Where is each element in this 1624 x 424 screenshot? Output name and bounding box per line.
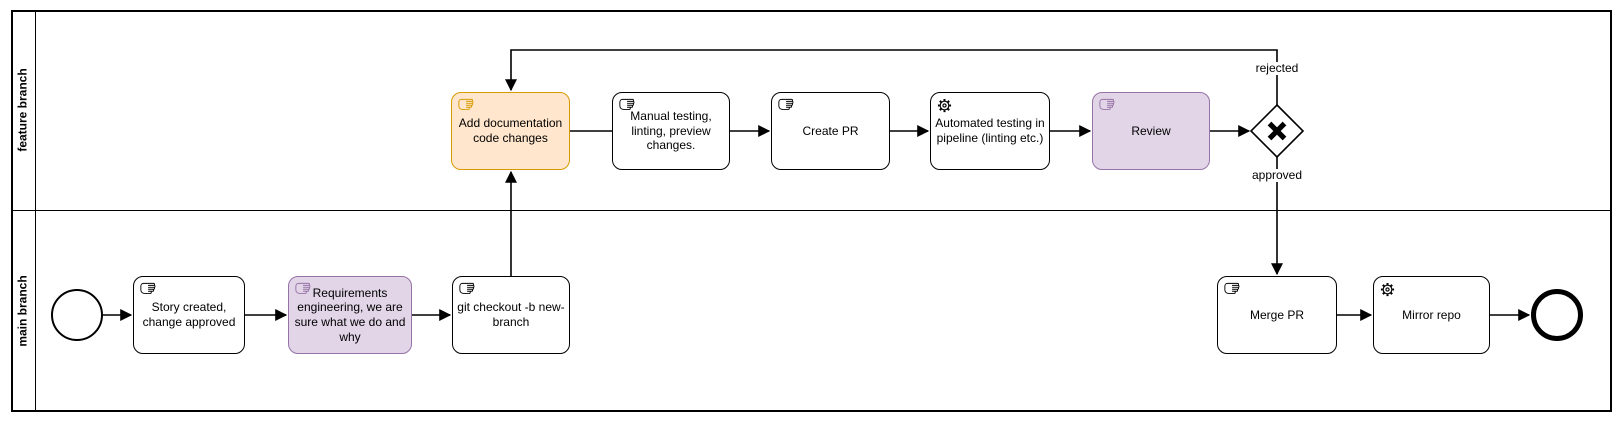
flow-rejected-loop bbox=[505, 49, 1278, 105]
task-label: Create PR bbox=[802, 123, 859, 138]
task-label: git checkout -b new-branch bbox=[457, 300, 565, 329]
task-story-created: Story created, change approved bbox=[133, 276, 245, 354]
task-label: Mirror repo bbox=[1402, 307, 1461, 322]
task-merge-pr: Merge PR bbox=[1217, 276, 1337, 354]
task-review: Review bbox=[1092, 92, 1210, 170]
start-event bbox=[51, 289, 103, 341]
edge-label-rejected: rejected bbox=[1237, 61, 1317, 76]
hand-icon bbox=[778, 98, 795, 111]
task-create-pr: Create PR bbox=[771, 92, 890, 170]
exclusive-gateway bbox=[1249, 103, 1305, 159]
task-automated-testing: Automated testing in pipeline (linting e… bbox=[930, 92, 1050, 170]
hand-icon bbox=[458, 98, 475, 111]
task-label: Automated testing in pipeline (linting e… bbox=[935, 116, 1045, 145]
lane-label-strip-divider bbox=[35, 10, 36, 412]
hand-icon bbox=[1099, 98, 1116, 111]
gear-icon bbox=[1380, 282, 1395, 297]
task-label: Add documentation code changes bbox=[458, 116, 563, 145]
task-label: Review bbox=[1131, 123, 1171, 138]
task-requirements-engineering: Requirements engineering, we are sure wh… bbox=[288, 276, 412, 354]
task-add-documentation: Add documentation code changes bbox=[451, 92, 570, 170]
hand-icon bbox=[140, 282, 157, 295]
task-mirror-repo: Mirror repo bbox=[1373, 276, 1490, 354]
gateway-x-icon bbox=[1267, 121, 1287, 141]
task-manual-testing: Manual testing, linting, preview changes… bbox=[612, 92, 730, 170]
task-label: Requirements engineering, we are sure wh… bbox=[294, 285, 406, 344]
gear-icon bbox=[937, 98, 952, 113]
edge-label-approved: approved bbox=[1237, 168, 1317, 183]
hand-icon bbox=[459, 282, 476, 295]
end-event bbox=[1531, 289, 1583, 341]
task-label: Merge PR bbox=[1249, 307, 1305, 322]
hand-icon bbox=[1224, 282, 1241, 295]
task-git-checkout: git checkout -b new-branch bbox=[452, 276, 570, 354]
pool-border bbox=[11, 10, 1612, 412]
task-label: Manual testing, linting, preview changes… bbox=[630, 109, 712, 153]
hand-icon bbox=[295, 282, 312, 295]
task-label: Story created, change approved bbox=[142, 300, 236, 329]
hand-icon bbox=[619, 98, 636, 111]
lane-divider bbox=[11, 210, 1612, 211]
